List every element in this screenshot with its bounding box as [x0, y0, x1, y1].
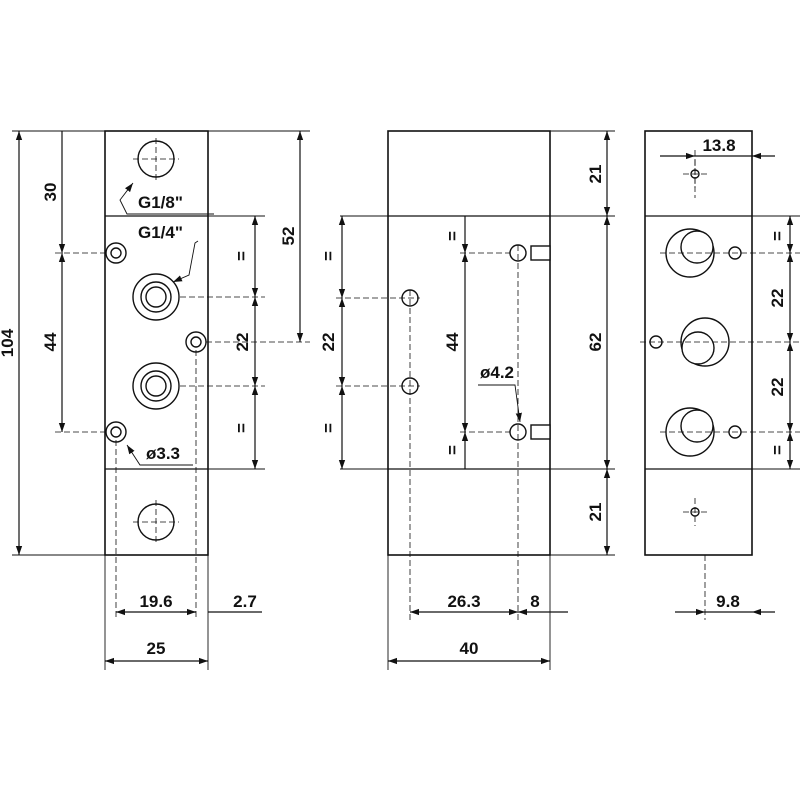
side-equal-upper: =: [319, 251, 338, 261]
end-equal-upper: =: [768, 231, 787, 241]
thread-label-g18: G1/8": [138, 193, 183, 212]
dim-22-label: 22: [233, 333, 252, 352]
thread-label-g14: G1/4": [138, 223, 183, 242]
mount-hole-left-upper: [105, 242, 127, 264]
dim-52-label: 52: [279, 227, 298, 246]
side-dim-21-bottom-label: 21: [586, 503, 605, 522]
side-equal-44-lower: =: [443, 445, 462, 455]
side-dim-40-label: 40: [460, 639, 479, 658]
end-equal-lower: =: [768, 445, 787, 455]
hole-dia-label: ø3.3: [146, 444, 180, 463]
end-view: 13.8 = 22 22 = 9.8: [640, 130, 800, 620]
end-dim-22-lower-label: 22: [768, 378, 787, 397]
side-hole-lower-right: [509, 423, 551, 441]
side-body-outline: [387, 130, 551, 556]
side-hole-dia-label: ø4.2: [480, 363, 514, 382]
port-g18-bottom: [133, 500, 179, 544]
front-body-outline: [104, 130, 209, 556]
front-view: 30 44 104 52 22 = = G1/8" G1/4" ø3.3 19.…: [0, 130, 310, 670]
port-g14-lower: [132, 362, 180, 410]
port-g18-top: [133, 138, 179, 182]
end-dim-9-8-label: 9.8: [716, 592, 740, 611]
port-g14-upper: [132, 273, 180, 321]
side-dim-44-label: 44: [443, 332, 462, 351]
side-view: 22 = = 44 = = ø4.2 21 62 21 26.3 8 40: [319, 130, 615, 670]
equal-mark-lower: =: [232, 423, 251, 433]
end-small-hole-bottom: [683, 498, 707, 526]
mount-hole-right: [185, 331, 207, 353]
dim-19-6-label: 19.6: [139, 592, 172, 611]
dim-104-label: 104: [0, 328, 17, 357]
dim-2-7-label: 2.7: [233, 592, 257, 611]
side-equal-lower: =: [319, 423, 338, 433]
side-hole-upper-right: [509, 244, 551, 262]
side-dim-26-3-label: 26.3: [447, 592, 480, 611]
side-dim-22-label: 22: [319, 333, 338, 352]
side-equal-44-upper: =: [443, 231, 462, 241]
end-dim-13-8-label: 13.8: [702, 136, 735, 155]
dim-25-label: 25: [147, 639, 166, 658]
side-dim-62-label: 62: [586, 333, 605, 352]
dim-30-label: 30: [41, 183, 60, 202]
equal-mark-upper: =: [232, 251, 251, 261]
mount-hole-left-lower: [105, 421, 127, 443]
dim-44-label: 44: [41, 332, 60, 351]
side-dim-21-top-label: 21: [586, 165, 605, 184]
end-dim-22-upper-label: 22: [768, 289, 787, 308]
side-dim-8-label: 8: [530, 592, 539, 611]
end-body-outline: [644, 130, 753, 556]
end-port-middle: [680, 317, 730, 367]
